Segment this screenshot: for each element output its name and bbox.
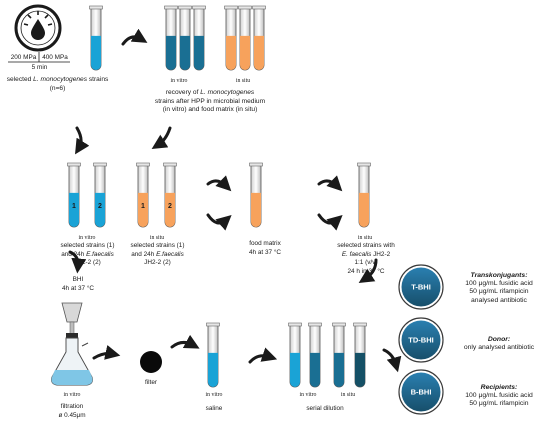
tube-dilution-4 [353,322,367,388]
tube-dilution-2 [308,322,322,388]
label-selected-with: selected strains with E. faecalis JH2-2 … [337,242,395,275]
filter-disk [140,351,162,373]
plate-td-bhi: TD-BHI [398,317,444,363]
tube-situ-3 [252,5,266,71]
arrow-to-serial-dilution [248,347,278,364]
arrow-to-recovery [121,28,148,46]
arrow-to-situ-row2 [151,126,172,149]
hpp-pressure-right: 400 MPa [42,54,68,61]
tubes-layer: 1 2 1 2 [67,5,371,388]
tube-row2-vitro-1: 1 [67,162,81,228]
plate-t-bhi: T-BHI [398,264,444,310]
plate-name: T-BHI [411,283,431,292]
plate-text-t-bhi: Transkonjugants: 100 μg/mL fusidic acid … [465,272,533,304]
tube-situ-2 [238,5,252,71]
plate-b-bhi: B-BHI [398,369,444,415]
arrow-to-selected-with-a [317,175,343,192]
tube-dilution-3 [332,322,346,388]
arrow-to-food-matrix-a [206,175,232,192]
label-in-vitro-dilution: in vitro [299,392,317,398]
tube-row2-vitro-1-number: 1 [72,203,76,210]
hpp-time: 5 min [31,64,48,71]
label-row2-vitro: selected strains (1) and 24h E.faecalis … [60,242,115,266]
tube-situ-1 [224,5,238,71]
tube-vitro-2 [178,5,192,71]
label-saline: saline [205,405,223,412]
tube-row2-situ-1-number: 1 [141,203,145,210]
arrow-to-food-matrix-b [206,213,232,231]
label-selected-strains: selected L. monocytogenes strains (n=6) [6,76,109,92]
tube-row2-vitro-2: 2 [93,162,107,228]
label-bhi: BHI 4h at 37 °C [61,276,95,292]
arrow-to-vitro-row2 [75,126,90,155]
tube-vitro-3 [192,5,206,71]
tube-row2-situ-1: 1 [136,162,150,228]
tube-row2-vitro-2-number: 2 [98,203,102,210]
arrow-to-saline [170,334,200,349]
tube-row2-situ-2-number: 2 [168,203,172,210]
tube-row2-situ-2: 2 [163,162,177,228]
tube-vitro-1 [164,5,178,71]
arrow-to-plates [382,348,402,373]
flow-arrows [68,28,402,373]
plate-name: B-BHI [411,388,432,397]
arrow-to-bhi [68,250,87,274]
label-in-situ-row2: in situ [149,235,165,241]
label-in-vitro-saline: in vitro [205,392,223,398]
plates-layer: T-BHI TD-BHI B-BHI [398,264,444,415]
tube-food-matrix [249,162,263,228]
arrow-to-selected-with-b [317,213,343,231]
arrow-to-serial-dilution-from-situ [358,258,378,284]
label-in-vitro-filtration: in vitro [63,392,81,398]
label-filtration: filtration ø 0.45μm [58,403,86,419]
label-in-vitro-recovery: in vitro [170,78,188,84]
label-food-matrix: food matrix 4h at 37 °C [248,240,282,256]
hpp-pressure-left: 200 MPa [10,54,37,61]
label-in-situ-recovery: in situ [235,78,251,84]
plate-name: TD-BHI [408,336,433,345]
tube-dilution-1 [288,322,302,388]
hpp-gauge-icon [14,4,62,52]
label-in-vitro-row2: in vitro [78,235,96,241]
label-serial-dilution: serial dilution [306,405,344,412]
label-row2-situ: selected strains (1) and 24h E.faecalis … [130,242,185,266]
tube-saline [206,322,220,388]
plate-text-td-bhi: Donor: only analysed antibiotic [463,336,535,352]
label-recovery: recovery of L. monocytogenes strains aft… [154,89,266,113]
plate-text-b-bhi: Recipients: 100 μg/mL fusidic acid 50 μg… [465,384,533,408]
arrow-to-filter [92,345,121,360]
tube-selected-strains [89,5,103,71]
label-in-situ-dilution: in situ [340,392,356,398]
tube-selected-with [357,162,371,228]
label-filter: filter [144,379,158,386]
label-in-situ-selected-with: in situ [357,235,373,241]
filtration-apparatus-icon [51,302,93,386]
